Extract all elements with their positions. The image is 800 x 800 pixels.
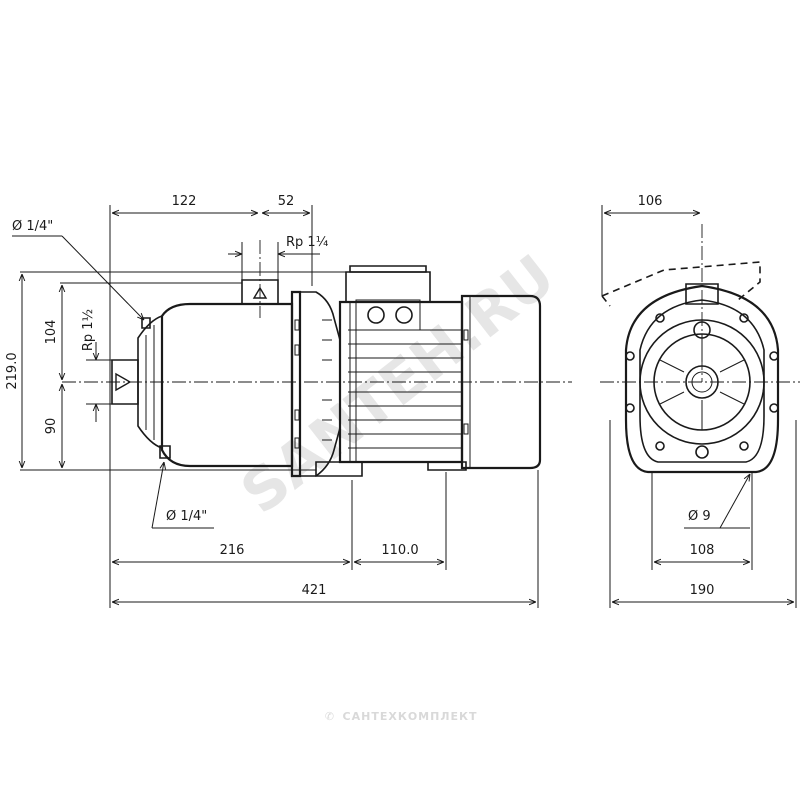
terminal-box-hidden-outline-2	[601, 295, 611, 307]
dim-90-label: 90	[44, 418, 59, 435]
front-outlet-port	[685, 283, 719, 305]
dim-104-label: 104	[44, 320, 59, 345]
dim-108-label: 108	[690, 543, 715, 558]
dim-110-label: 110.0	[381, 543, 418, 558]
outlet-port	[241, 279, 279, 305]
dim-219-label: 219.0	[5, 352, 20, 389]
front-casing-inner	[639, 299, 765, 463]
watermark: SANTEH.RU	[228, 241, 567, 527]
phi9-label: Ø 9	[688, 509, 711, 524]
footer-logo-icon: ✆	[325, 710, 335, 723]
front-outer-ring	[639, 319, 765, 445]
flange-bolt-3	[294, 409, 300, 421]
outlet-arrow-icon	[252, 286, 268, 299]
terminal-box-base	[355, 299, 421, 331]
front-bolt-hole-2	[625, 403, 635, 413]
fan-screw-2	[463, 423, 469, 435]
front-bolt-hole-8	[739, 441, 749, 451]
front-drain-plug	[695, 445, 709, 459]
watermark-text: SANTEH.RU	[228, 241, 567, 527]
phi-bottom-leader	[151, 462, 164, 529]
dim-122-label: 122	[172, 194, 197, 209]
footer-watermark-text: САНТЕХКОМПЛЕКТ	[343, 710, 478, 723]
top-drain-plug	[141, 317, 151, 329]
front-view	[600, 224, 800, 474]
front-casing	[624, 284, 780, 474]
flange-bolt	[294, 319, 300, 331]
inlet-arrow-icon	[115, 372, 132, 392]
rp-outlet-label: Rp 1¼	[286, 235, 329, 250]
front-bolt-hole	[625, 351, 635, 361]
fan-cover	[460, 294, 542, 470]
impeller-vanes	[659, 334, 745, 430]
footer-logo: ✆ САНТЕХКОМПЛЕКТ	[325, 710, 478, 723]
phi9-leader	[719, 474, 750, 529]
dim-190-label: 190	[690, 583, 715, 598]
cable-gland-icon	[367, 306, 385, 324]
phi-top-leader	[61, 235, 144, 320]
front-inlet-bore	[691, 371, 713, 393]
dim-52-label: 52	[278, 194, 295, 209]
front-bolt-hole-4	[769, 403, 779, 413]
rp-inlet-label: Rp 1½	[81, 309, 96, 351]
dim-421-label: 421	[302, 583, 327, 598]
dimensions: 122 52 Rp 1¼ Ø 1/4" Ø 1/4" 219.0 104 90 …	[5, 194, 797, 608]
dim-106-label: 106	[638, 194, 663, 209]
phi-bottom-label: Ø 1/4"	[166, 509, 207, 524]
flange-bolt-2	[294, 344, 300, 356]
terminal-box-lid	[349, 265, 427, 273]
front-bolt-hole-6	[739, 313, 749, 323]
base-foot-front	[315, 461, 363, 477]
terminal-box-hidden-outline	[601, 261, 761, 301]
terminal-box	[345, 271, 431, 303]
bottom-drain-plug	[159, 445, 171, 459]
front-bolt-hole-5	[655, 313, 665, 323]
motor-cooling-fins	[348, 302, 462, 462]
flange-bolt-4	[294, 437, 300, 449]
cable-gland-icon-2	[395, 306, 413, 324]
phi-top-label: Ø 1/4"	[12, 219, 53, 234]
front-bolt-hole-3	[769, 351, 779, 361]
dim-216-label: 216	[220, 543, 245, 558]
front-inlet-port	[685, 365, 719, 399]
base-foot-rear	[427, 461, 467, 471]
front-bolt-hole-7	[655, 441, 665, 451]
side-view	[62, 240, 572, 478]
fan-screw	[463, 329, 469, 341]
